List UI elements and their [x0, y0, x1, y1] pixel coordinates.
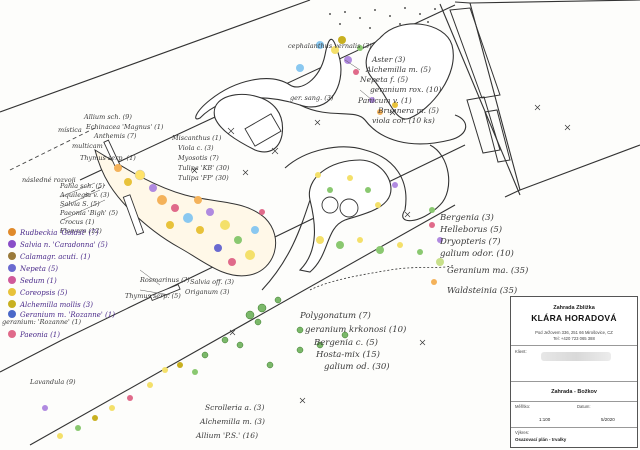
- label-thymus-low: Thymus serp. (5): [125, 292, 181, 300]
- label-tulipa2: Tulipa 'FP' (30): [178, 174, 229, 182]
- label-galium-o: galium od. (30): [324, 361, 390, 372]
- label-brunnera: Brunnera m. (5): [377, 106, 439, 115]
- legend-label-4: Sedum (1): [20, 277, 57, 285]
- legend-label-7: Geranium m. 'Rozanne' (1): [20, 311, 115, 319]
- label-hosta: Hosta-mix (15): [315, 349, 380, 360]
- lawn-blob-top: [365, 23, 454, 120]
- shade-plants: [201, 296, 349, 369]
- label-miscanthus: Miscanthus (1): [171, 134, 222, 142]
- label-allium-sch: Allium sch. (9): [83, 113, 132, 121]
- plant-dots-center: [315, 172, 444, 285]
- drawing-title: Osazovací plán - trvalky: [515, 437, 567, 442]
- shade-bed: [309, 264, 456, 291]
- client-redacted: [541, 352, 611, 361]
- label-nepeta-f: Nepeta f. (5): [359, 75, 408, 84]
- label-myosotis: Myosotis (7): [177, 154, 219, 162]
- telephone: Tel: +420 723 065 388: [553, 336, 595, 341]
- label-mistscanthus: mística: [58, 126, 82, 134]
- client-label: Klient:: [515, 349, 527, 354]
- label-salvia-off: Salvia off. (3): [190, 278, 234, 286]
- legend: Rudbeckia 'Goldst' (7) Salvia n. 'Carado…: [8, 228, 115, 339]
- label-thymus-top: Thymus serp. (1): [80, 154, 136, 162]
- label-panicum: Panicum v. (1): [357, 96, 412, 105]
- plant-labels: Allium sch. (9) Echinacea 'Magnus' (1) A…: [2, 42, 528, 440]
- label-viola: Viola c. (3): [178, 144, 214, 152]
- address: Pod Ježovem 336, 251 66 Mirošovice, CZ: [535, 330, 613, 335]
- date-value: 5/2020: [601, 417, 615, 422]
- label-flowers: Flowers (12): [59, 227, 102, 235]
- plant-markers: [191, 104, 571, 404]
- legend-label-5: Coreopsis (5): [20, 289, 68, 297]
- divider: [511, 401, 637, 402]
- label-crocus: Crocus (1): [60, 218, 95, 226]
- divider: [511, 345, 637, 346]
- label-bergenia-c: Bergenia c. (5): [313, 337, 378, 348]
- label-allium-ps: Allium 'P.S.' (16): [195, 431, 258, 440]
- lower-strip-plants: [42, 362, 198, 439]
- terrace-rectangles: [449, 7, 511, 163]
- label-tulipa: Tulipa 'KB' (30): [178, 164, 230, 172]
- label-waldsteinia: Waldsteinia (35): [447, 285, 517, 296]
- label-ger-sang: ger. sang. (3): [290, 94, 334, 102]
- legend-label-0: Rudbeckia 'Goldst' (7): [19, 229, 99, 237]
- label-geranium-row: geranium: 'Rozanne' (1): [2, 318, 81, 326]
- label-helleborus: Helleborus (5): [439, 224, 502, 235]
- label-geranium-rox: geranium rox. (10): [370, 85, 441, 94]
- label-multicam: multicam: [72, 142, 103, 150]
- label-alchemilla-low: Alchemilla m. (3): [199, 417, 265, 426]
- plant-dots-left: [114, 164, 265, 266]
- label-anthemis: Anthemis (7): [93, 132, 137, 140]
- label-geranium-ma: Geranium ma. (35): [447, 265, 528, 276]
- divider: [511, 381, 637, 382]
- label-bergenia-r: Bergenia (3): [439, 212, 494, 223]
- label-salvia-s: Salvia S. (5): [60, 200, 100, 208]
- label-echinacea: Echinacea 'Magnus' (1): [85, 123, 164, 131]
- studio-name: Zahrada Zbližka: [553, 305, 595, 311]
- scale-value: 1:100: [539, 417, 551, 422]
- leader-lines: [59, 59, 373, 296]
- label-pahla: Pahla sch. (5): [59, 182, 105, 190]
- label-viola-cor: viola cor. (10 ks): [372, 116, 435, 125]
- label-aster: Aster (3): [371, 55, 405, 64]
- label-lavandula: Lavandula (9): [29, 378, 76, 386]
- dashed-guides: [9, 127, 106, 196]
- stepping-stones: [103, 139, 359, 301]
- label-dryopteris: Dryopteris (7): [439, 236, 501, 247]
- label-scrolleria-a: Scrolleria a. (3): [205, 403, 264, 412]
- divider: [511, 427, 637, 428]
- label-alchemilla-m: Alchemilla m. (5): [365, 65, 431, 74]
- hedge-dots: [329, 7, 436, 29]
- label-cephalanthus: cephalanthus vernalis (3): [288, 42, 372, 50]
- label-polygonatum: Polygonatum (7): [299, 310, 371, 321]
- title-block: Zahrada Zbližka KLÁRA HORADOVÁ Pod Ježov…: [510, 296, 638, 448]
- label-rosmarinus: Rosmarinus (?): [139, 276, 190, 284]
- label-geranium-kr: geranium krkonosi (10): [305, 324, 406, 335]
- legend-label-2: Calamagr. acuti. (1): [20, 253, 91, 261]
- legend-label-3: Nepeta (5): [19, 265, 58, 273]
- drawing-label: Výkres:: [515, 430, 529, 435]
- scale-label: Měřítko:: [515, 404, 531, 409]
- legend-label-1: Salvia n. 'Caradonna' (5): [20, 241, 108, 249]
- label-paeon: Paeonia 'Bigh' (5): [59, 209, 118, 217]
- legend-label-6: Alchemilla mollis (3): [19, 301, 93, 309]
- label-origanum: Origanum (3): [185, 288, 230, 296]
- date-label: Datum:: [577, 404, 591, 409]
- raised-bed: [244, 113, 282, 147]
- label-nasledne: následné rozvoji: [22, 176, 76, 184]
- designer-name: KLÁRA HORADOVÁ: [531, 313, 617, 323]
- label-aquilegia: Aquilegia v. (3): [59, 191, 110, 199]
- legend-label-8: Paeonia (1): [19, 331, 60, 339]
- project-name: Zahrada - Božkov: [551, 389, 597, 395]
- label-galium: galium odor. (10): [440, 248, 514, 259]
